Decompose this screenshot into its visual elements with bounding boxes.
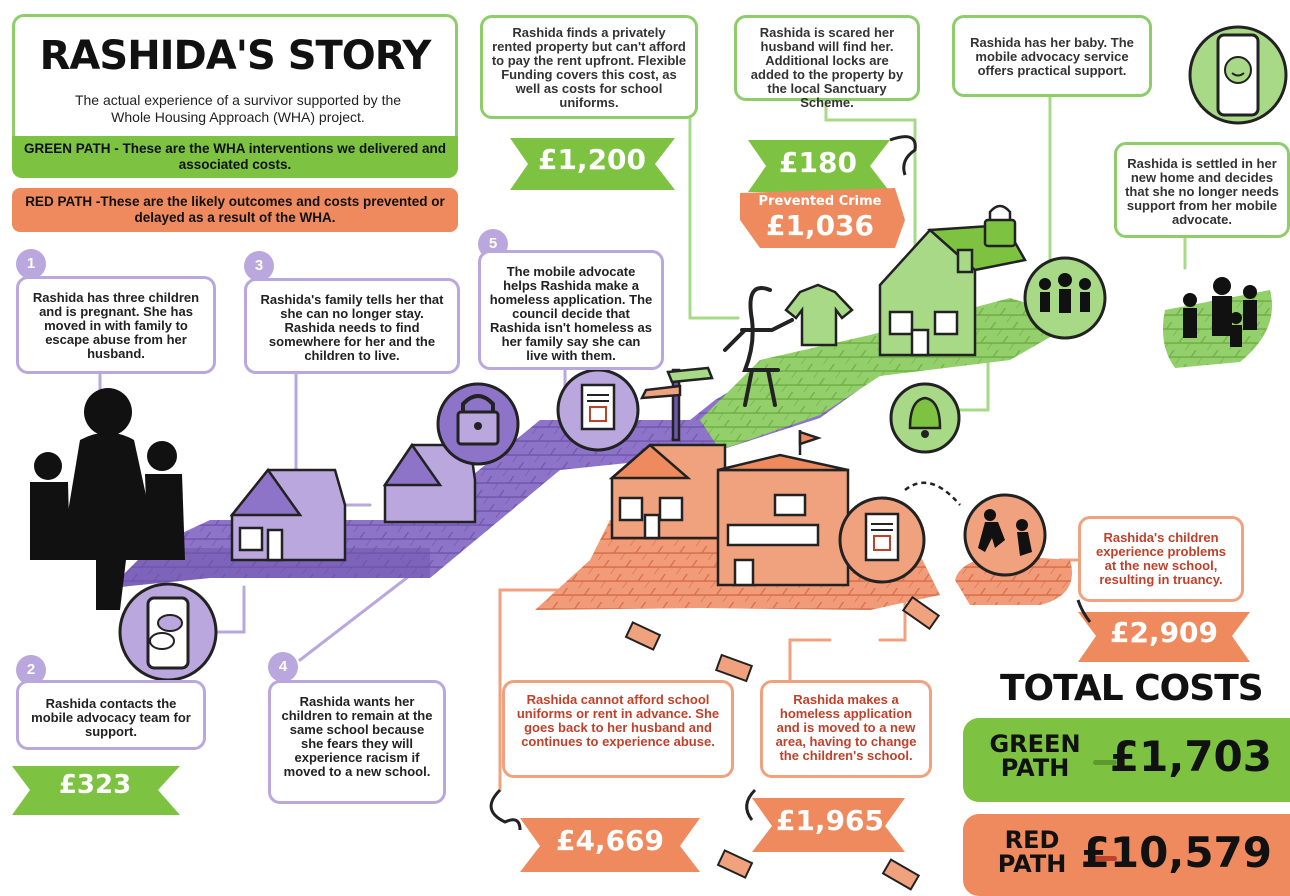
padlock-icon <box>436 382 520 466</box>
settled-note: Rashida is settled in her new home and d… <box>1114 142 1290 238</box>
step-3-note: Rashida's family tells her that she can … <box>244 278 460 374</box>
page-title: RASHIDA'S STORY <box>39 33 432 79</box>
red-path-total: RED PATH £10,579 <box>963 814 1290 896</box>
red-path-total-label: RED PATH <box>997 826 1067 878</box>
step-1-note: Rashida has three children and is pregna… <box>16 276 216 374</box>
padlock-icon <box>983 204 1017 248</box>
step-3-number: 3 <box>244 251 274 281</box>
bell-icon <box>889 382 961 454</box>
sanctuary-locks-note: Rashida is scared her husband will find … <box>734 15 920 110</box>
phone-chat-icon <box>118 582 218 682</box>
running-children-icon <box>963 493 1047 577</box>
abuse-cost: £4,669 <box>555 824 665 857</box>
step-1-number: 1 <box>16 249 46 279</box>
locks-cost: £180 <box>779 146 857 179</box>
step-2-note: Rashida contacts the mobile advocacy tea… <box>16 680 206 750</box>
step-4-note: Rashida wants her children to remain at … <box>268 680 446 804</box>
rent-funding-note: Rashida finds a privately rented propert… <box>480 15 698 119</box>
family-icon <box>1023 256 1107 340</box>
total-costs-title: TOTAL COSTS <box>1000 668 1264 709</box>
rent-cost: £1,200 <box>537 143 647 176</box>
green-path-total-label: GREEN PATH <box>989 730 1081 782</box>
document-icon <box>556 368 640 452</box>
green-path-total: GREEN PATH £1,703 <box>963 718 1290 802</box>
prevented-crime-cost: £1,036 <box>765 209 875 242</box>
school-uniform-icon <box>784 283 854 347</box>
red-path-legend: RED PATH -These are the likely outcomes … <box>12 188 458 232</box>
school-change-note: Rashida makes a homeless application and… <box>760 680 932 778</box>
pound-figure-icon <box>723 286 794 407</box>
prevented-crime-label: Prevented Crime <box>758 194 882 209</box>
school-change-cost: £1,965 <box>775 804 885 837</box>
signpost-icon <box>639 366 714 442</box>
green-path-legend: GREEN PATH - These are the WHA intervent… <box>12 136 458 178</box>
step-5-note: The mobile advocate helps Rashida make a… <box>478 250 664 370</box>
red-dash <box>1093 856 1117 861</box>
truancy-note: Rashida's children experience problems a… <box>1078 516 1244 602</box>
school-building-icon <box>716 430 850 587</box>
house-icon <box>229 467 347 562</box>
truancy-cost: £2,909 <box>1109 616 1219 649</box>
family-icon <box>1183 277 1257 347</box>
red-path-total-value: £10,579 <box>1080 828 1272 877</box>
subtitle: The actual experience of a survivor supp… <box>74 92 402 125</box>
step-4-number: 4 <box>268 652 298 682</box>
family-icon <box>30 388 185 610</box>
advocacy-cost: £323 <box>58 770 132 800</box>
phone-smile-icon <box>1188 25 1288 125</box>
green-dash <box>1093 760 1117 765</box>
document-icon <box>838 496 926 584</box>
abuse-outcome-note: Rashida cannot afford school uniforms or… <box>502 680 734 778</box>
brick-icon <box>624 595 941 891</box>
baby-support-note: Rashida has her baby. The mobile advocac… <box>952 15 1152 97</box>
green-path-total-value: £1,703 <box>1109 732 1272 781</box>
